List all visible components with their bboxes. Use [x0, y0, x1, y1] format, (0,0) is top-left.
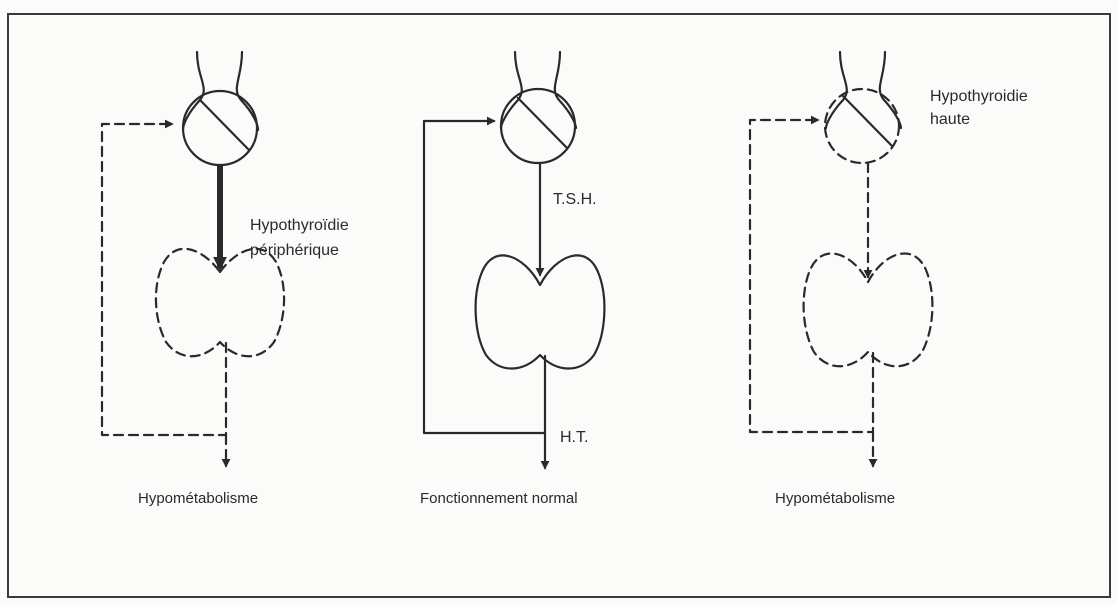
panel2-caption: Fonctionnement normal	[420, 490, 578, 507]
pituitary-gland	[825, 89, 899, 163]
panel3-diagnosis-label: Hypothyroidie haute	[930, 88, 1032, 128]
feedback-loop-solid	[424, 121, 545, 433]
tsh-label: T.S.H.	[553, 191, 597, 208]
pituitary-gland	[501, 89, 575, 163]
pituitary-divider	[200, 100, 249, 150]
panel-peripheral-hypothyroidism: Hypothyroïdie périphérique Hypométabolis…	[102, 52, 353, 507]
pituitary-divider	[843, 96, 892, 146]
panel-normal-function: T.S.H. H.T. Fonctionnement normal	[420, 52, 604, 507]
feedback-loop-dashed	[102, 124, 226, 435]
ht-label: H.T.	[560, 429, 588, 446]
panel1-diagnosis-label: Hypothyroïdie périphérique	[250, 217, 353, 259]
panel1-caption: Hypométabolisme	[138, 490, 258, 507]
pituitary-gland	[183, 91, 257, 165]
panel3-caption: Hypométabolisme	[775, 490, 895, 507]
panel-central-hypothyroidism: Hypothyroidie haute Hypométabolisme	[750, 52, 1032, 507]
pituitary-divider	[518, 98, 567, 148]
feedback-loop-dashed	[750, 120, 873, 432]
